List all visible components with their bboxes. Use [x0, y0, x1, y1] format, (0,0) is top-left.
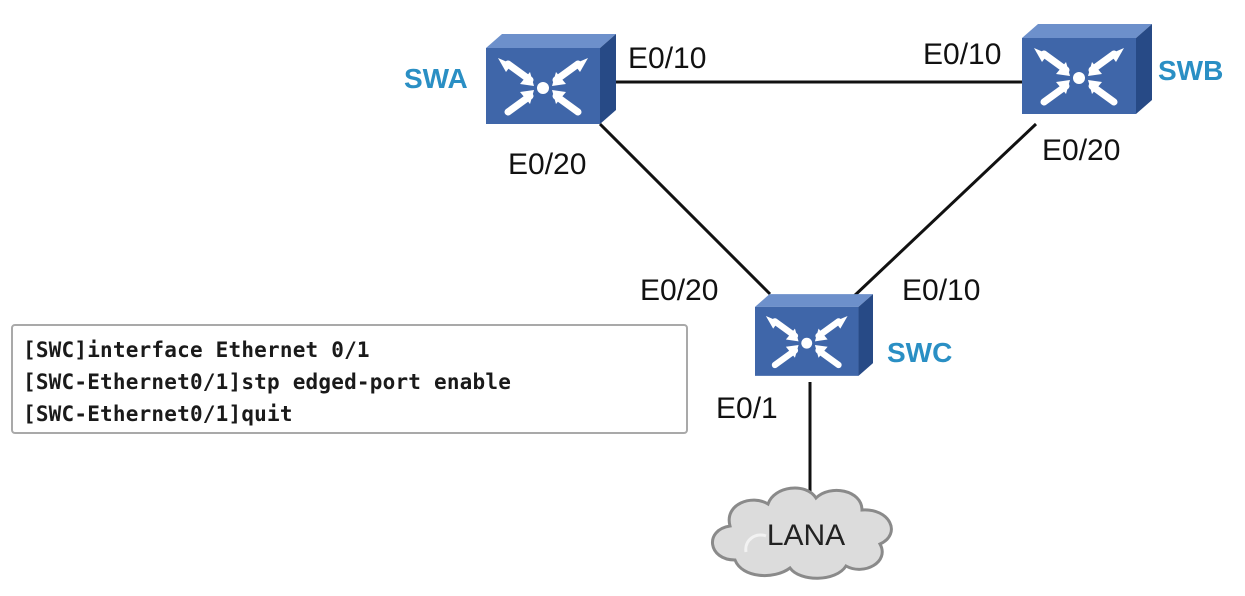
switch-label-swb: SWB: [1158, 55, 1223, 86]
port-label-swc-e020: E0/20: [640, 274, 718, 307]
port-label-swc-e01: E0/1: [716, 392, 778, 425]
cloud-label: LANA: [767, 519, 845, 552]
cli-line: [SWC]interface Ethernet 0/1: [23, 338, 370, 362]
cli-line: [SWC-Ethernet0/1]quit: [23, 402, 293, 426]
cloud-icon: [711, 486, 893, 580]
port-label-swa-e020: E0/20: [508, 148, 586, 181]
cli-config-box: [SWC]interface Ethernet 0/1 [SWC-Etherne…: [11, 324, 688, 434]
port-label-swb-e010: E0/10: [923, 38, 1001, 71]
port-label-swa-e010: E0/10: [628, 42, 706, 75]
switch-icon[interactable]: [486, 34, 616, 124]
link-swa-swc: [598, 122, 772, 296]
port-label-swc-e010: E0/10: [902, 274, 980, 307]
switch-icon[interactable]: [1022, 24, 1152, 114]
port-label-swb-e020: E0/20: [1042, 134, 1120, 167]
switch-label-swa: SWA: [404, 63, 468, 94]
switch-icon[interactable]: [755, 294, 873, 376]
switch-label-swc: SWC: [887, 337, 952, 368]
cli-line: [SWC-Ethernet0/1]stp edged-port enable: [23, 370, 512, 394]
link-swb-swc: [850, 122, 1038, 300]
